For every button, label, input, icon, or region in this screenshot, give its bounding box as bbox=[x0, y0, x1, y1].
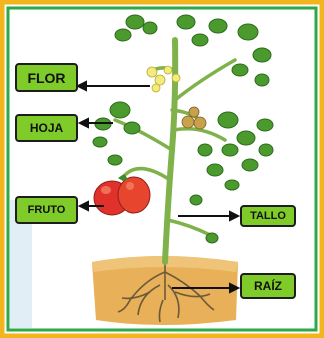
label-tallo: TALLO bbox=[240, 205, 296, 227]
label-flor: FLOR bbox=[15, 63, 78, 92]
label-raiz: RAÍZ bbox=[240, 273, 296, 299]
label-hoja: HOJA bbox=[15, 114, 78, 142]
label-fruto: FRUTO bbox=[15, 196, 78, 224]
